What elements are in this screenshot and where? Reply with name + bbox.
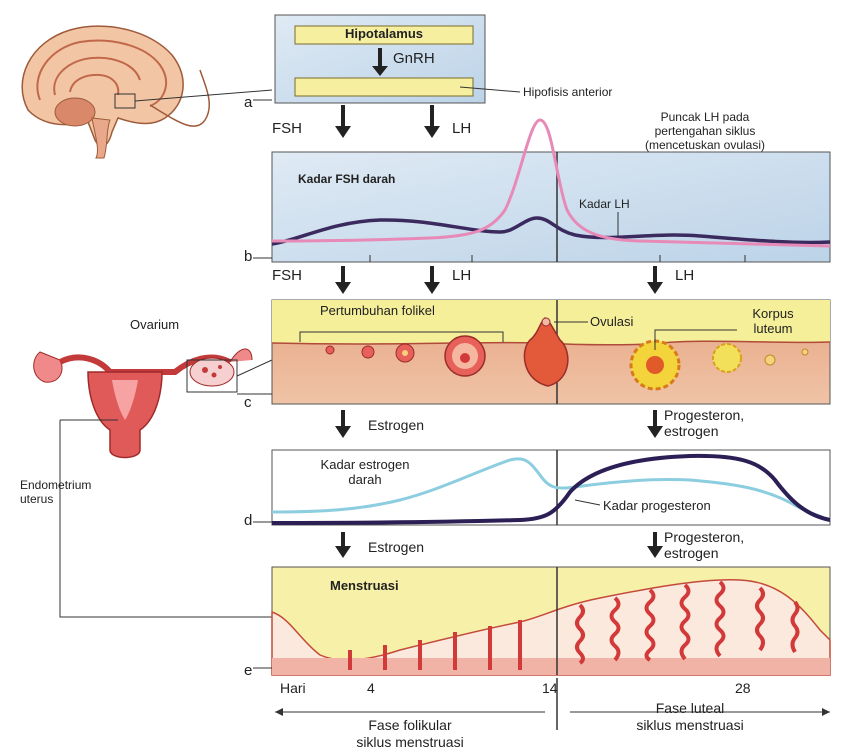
menstruation-title: Menstruasi xyxy=(330,578,399,593)
pituitary-label: Hipofisis anterior xyxy=(523,85,612,99)
luteal-phase-line: Fase luteal xyxy=(590,700,790,717)
arrows-b-c xyxy=(335,266,663,294)
day-axis-label: Hari xyxy=(280,680,306,696)
day-tick: 28 xyxy=(735,680,751,696)
day-tick: 4 xyxy=(367,680,375,696)
lh-level-label: Kadar LH xyxy=(579,197,630,211)
ovary-label: Ovarium xyxy=(130,317,179,332)
follicular-phase-line: siklus menstruasi xyxy=(310,734,510,751)
endometrium-line: uterus xyxy=(20,492,91,506)
follicle-growth-label: Pertumbuhan folikel xyxy=(320,303,435,318)
day-tick: 14 xyxy=(542,680,558,696)
corpus-luteum-label: Korpus luteum xyxy=(738,306,808,336)
arrows-a-b xyxy=(335,105,440,138)
progesterone-estrogen-c: Progesteron, estrogen xyxy=(664,407,744,439)
panel-a-letter: a xyxy=(244,94,252,111)
progesterone-estrogen-line: Progesteron, xyxy=(664,407,744,423)
progesterone-estrogen-line: estrogen xyxy=(664,423,744,439)
luteal-phase-line: siklus menstruasi xyxy=(590,717,790,734)
luteal-phase-label: Fase luteal siklus menstruasi xyxy=(590,700,790,734)
fsh-blood-title: Kadar FSH darah xyxy=(298,172,395,186)
panel-b-letter: b xyxy=(244,248,252,265)
lh-peak-note-line: pertengahan siklus xyxy=(600,124,810,138)
follicular-phase-label: Fase folikular siklus menstruasi xyxy=(310,717,510,751)
estrogen-label-d: Estrogen xyxy=(368,539,424,555)
progesterone-estrogen-line: Progesteron, xyxy=(664,529,744,545)
brain-illustration xyxy=(22,26,272,158)
hypothalamus-title: Hipotalamus xyxy=(295,26,473,41)
lh-peak-note: Puncak LH pada pertengahan siklus (mence… xyxy=(600,110,810,152)
progesterone-level-label: Kadar progesteron xyxy=(603,498,711,513)
panel-d-letter: d xyxy=(244,512,252,529)
fsh-label-b: FSH xyxy=(272,267,302,284)
lh-peak-note-line: Puncak LH pada xyxy=(600,110,810,124)
lh-peak-note-line: (mencetuskan ovulasi) xyxy=(600,138,810,152)
lh-label-b-right: LH xyxy=(675,267,694,284)
fsh-label-a: FSH xyxy=(272,120,302,137)
estrogen-level-line: Kadar estrogen xyxy=(295,457,435,472)
estrogen-label-c: Estrogen xyxy=(368,417,424,433)
lh-label-b: LH xyxy=(452,267,471,284)
gnrh-label: GnRH xyxy=(393,50,435,67)
corpus-luteum-line: luteum xyxy=(738,321,808,336)
progesterone-estrogen-d: Progesteron, estrogen xyxy=(664,529,744,561)
ovulation-label: Ovulasi xyxy=(590,314,633,329)
panel-c-letter: c xyxy=(244,394,252,411)
progesterone-estrogen-line: estrogen xyxy=(664,545,744,561)
panel-e-letter: e xyxy=(244,662,252,679)
corpus-luteum-line: Korpus xyxy=(738,306,808,321)
estrogen-level-line: darah xyxy=(295,472,435,487)
estrogen-level-label: Kadar estrogen darah xyxy=(295,457,435,487)
endometrium-line: Endometrium xyxy=(20,478,91,492)
lh-label-a: LH xyxy=(452,120,471,137)
endometrium-label: Endometrium uterus xyxy=(20,478,91,506)
follicular-phase-line: Fase folikular xyxy=(310,717,510,734)
